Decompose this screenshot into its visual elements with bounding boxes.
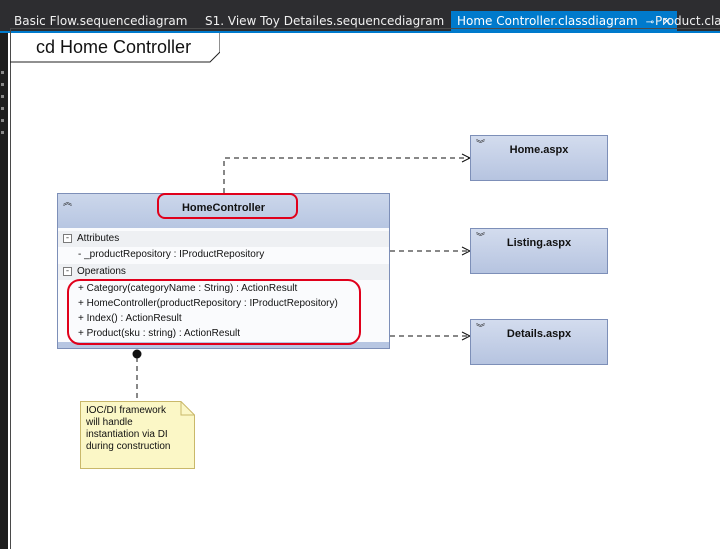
note-anchor-dot (132, 349, 142, 359)
operation-item[interactable]: + Index() : ActionResult (78, 313, 182, 324)
expand-chevron-icon[interactable]: ︾ (476, 324, 486, 334)
class-home-controller[interactable]: ︽ HomeController - Attributes - _product… (57, 193, 390, 349)
tab-label: Product.class (655, 14, 720, 28)
class-name-highlight (157, 193, 298, 219)
tab-product-class[interactable]: Product.class (649, 10, 720, 32)
view-name: Home.aspx (509, 144, 569, 156)
tab-basic-flow[interactable]: Basic Flow.sequencediagram (8, 10, 193, 32)
diagram-frame-left (10, 28, 11, 549)
attributes-header[interactable]: - Attributes (58, 231, 389, 247)
operations-header[interactable]: - Operations (58, 264, 389, 280)
note-line: IOC/DI framework (86, 405, 167, 416)
collapse-toggle-icon[interactable]: - (63, 234, 72, 243)
pin-icon[interactable]: ⊸ (645, 17, 655, 28)
tab-label: Home Controller.classdiagram (457, 14, 638, 28)
note-text: IOC/DI framework will handle instantiati… (86, 405, 186, 453)
view-listing-aspx[interactable]: ︾ Listing.aspx (470, 228, 608, 274)
note-line: will handle (86, 417, 133, 428)
left-toolbox-strip[interactable] (0, 33, 8, 549)
operations-label: Operations (77, 266, 126, 277)
attributes-label: Attributes (77, 233, 120, 244)
close-icon[interactable]: ✕ (662, 15, 672, 28)
tab-view-toy-details[interactable]: S1. View Toy Detailes.sequencediagram (199, 10, 450, 32)
note-line: instantiation via DI (86, 429, 168, 440)
comment-note[interactable]: IOC/DI framework will handle instantiati… (80, 401, 195, 469)
expand-chevron-icon[interactable]: ︾ (476, 233, 486, 243)
view-name: Listing.aspx (506, 237, 572, 249)
frame-title-shape (10, 33, 220, 63)
class-header: ︽ HomeController (58, 194, 389, 228)
tab-home-controller[interactable]: Home Controller.classdiagram ⊸ ✕ (451, 11, 678, 31)
note-line: during construction (86, 441, 171, 452)
diagram-frame-top (10, 28, 720, 29)
document-tab-strip: Basic Flow.sequencediagram S1. View Toy … (0, 0, 720, 33)
operation-item[interactable]: + HomeController(productRepository : IPr… (78, 298, 338, 309)
operation-item[interactable]: + Product(sku : string) : ActionResult (78, 328, 241, 339)
diagram-title: cd Home Controller (36, 37, 192, 57)
expand-chevron-icon[interactable]: ︾ (476, 140, 486, 150)
active-tab-rule (0, 31, 720, 33)
tab-label: S1. View Toy Detailes.sequencediagram (205, 14, 445, 28)
note-shape (80, 401, 195, 469)
attribute-item[interactable]: - _productRepository : IProductRepositor… (78, 249, 265, 260)
operations-highlight (67, 279, 361, 345)
view-name: Details.aspx (506, 328, 572, 340)
tab-label: Basic Flow.sequencediagram (14, 14, 188, 28)
view-home-aspx[interactable]: ︾ Home.aspx (470, 135, 608, 181)
collapse-chevron-icon[interactable]: ︽ (63, 198, 73, 208)
view-details-aspx[interactable]: ︾ Details.aspx (470, 319, 608, 365)
dependency-home[interactable] (223, 157, 470, 193)
operation-item[interactable]: + Category(categoryName : String) : Acti… (78, 283, 298, 294)
class-name[interactable]: HomeController (181, 202, 266, 214)
diagram-frame-title: cd Home Controller (10, 33, 220, 63)
collapse-toggle-icon[interactable]: - (63, 267, 72, 276)
